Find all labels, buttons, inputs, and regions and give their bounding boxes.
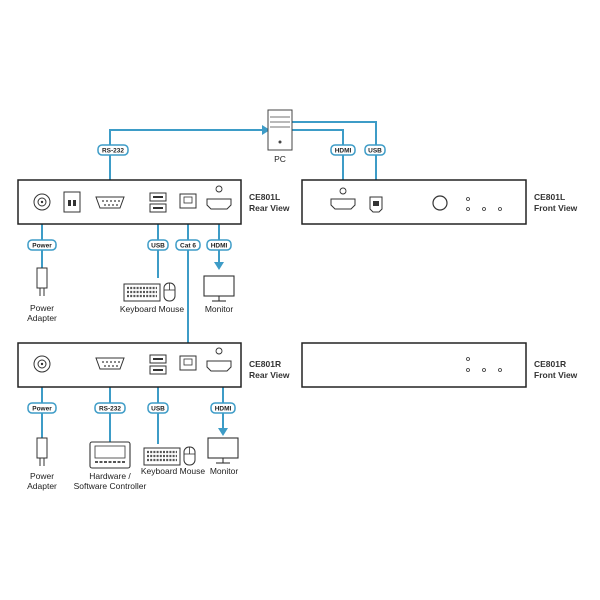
usb-badge-local: USB [147, 239, 169, 251]
power-adapter-label: Power [30, 303, 54, 313]
hdmi-port-icon [330, 187, 356, 210]
svg-text:RS-232: RS-232 [99, 406, 121, 413]
ce801r-front-view: Front View [534, 370, 578, 380]
monitor-icon [203, 275, 235, 302]
hdmi-arrow-remote [218, 428, 228, 436]
pc-label: PC [274, 154, 286, 164]
mouse-icon [163, 282, 176, 302]
led-indicators [466, 357, 502, 372]
rj45-port-icon [179, 193, 197, 209]
power-badge-local: Power [27, 239, 57, 251]
svg-text:RS-232: RS-232 [102, 148, 124, 155]
usb-ports-icon [149, 192, 167, 213]
monitor-label: Monitor [210, 466, 239, 476]
ce801r-rear-box [17, 342, 242, 388]
svg-text:USB: USB [368, 148, 382, 155]
dip-switch-icon [63, 191, 81, 213]
power-adapter-label: Power [30, 471, 54, 481]
ce801r-rear-model: CE801R [249, 359, 281, 369]
svg-text:USB: USB [151, 406, 165, 413]
hdmi-arrow-local [214, 262, 224, 270]
hdmi-badge-pc: HDMI [330, 144, 356, 156]
rs232-cable-pc [109, 129, 262, 197]
hdmi-badge-remote: HDMI [210, 402, 236, 414]
usb-badge-remote: USB [147, 402, 169, 414]
keyboard-mouse-label: Keyboard Mouse [120, 304, 185, 314]
power-adapter-label: Adapter [27, 313, 57, 323]
svg-text:Power: Power [32, 243, 52, 250]
ce801l-rear-model: CE801L [249, 192, 280, 202]
rs232-arrow-pc [262, 125, 270, 135]
controller-label: Hardware / [89, 471, 131, 481]
usb-badge-pc: USB [364, 144, 386, 156]
ce801r-front-box [301, 342, 527, 388]
svg-text:HDMI: HDMI [211, 243, 228, 250]
svg-text:Power: Power [32, 406, 52, 413]
hdmi-port-icon [206, 185, 232, 210]
hdmi-badge-local: HDMI [206, 239, 232, 251]
rs232-badge-remote: RS-232 [94, 402, 126, 414]
power-adapter-label: Adapter [27, 481, 57, 491]
svg-text:HDMI: HDMI [335, 148, 352, 155]
controller-icon [89, 441, 131, 469]
knob-icon [432, 195, 448, 211]
controller-label: Software Controller [74, 481, 147, 491]
svg-text:Cat 6: Cat 6 [180, 243, 196, 250]
ce801l-rear-box [17, 179, 242, 225]
power-adapter-icon [36, 267, 48, 296]
svg-text:HDMI: HDMI [215, 406, 232, 413]
cat6-badge: Cat 6 [175, 239, 201, 251]
pc-tower-icon [267, 109, 293, 151]
mouse-icon [183, 446, 196, 466]
power-adapter-icon [36, 437, 48, 466]
usb-ports-icon [149, 354, 167, 375]
keyboard-icon [123, 283, 161, 302]
ce801r-front-model: CE801R [534, 359, 566, 369]
monitor-label: Monitor [205, 304, 234, 314]
svg-text:USB: USB [151, 243, 165, 250]
usb-cable-pc [292, 121, 377, 197]
power-jack-icon [33, 193, 51, 211]
ce801l-front-view: Front View [534, 203, 578, 213]
rj45-port-icon [179, 355, 197, 371]
power-badge-remote: Power [27, 402, 57, 414]
usb-b-port-icon [369, 196, 383, 213]
ce801r-rear-view: Rear View [249, 370, 290, 380]
rs232-port-icon [95, 196, 125, 209]
hdmi-cable-pc [292, 129, 344, 190]
hdmi-port-icon [206, 347, 232, 372]
keyboard-mouse-label: Keyboard Mouse [141, 466, 206, 476]
ce801l-front-model: CE801L [534, 192, 565, 202]
rs232-badge-pc: RS-232 [97, 144, 129, 156]
rs232-port-icon [95, 357, 125, 370]
led-indicators [466, 197, 502, 211]
power-jack-icon [33, 355, 51, 373]
monitor-icon [207, 437, 239, 464]
keyboard-icon [143, 447, 181, 466]
ce801l-rear-view: Rear View [249, 203, 290, 213]
